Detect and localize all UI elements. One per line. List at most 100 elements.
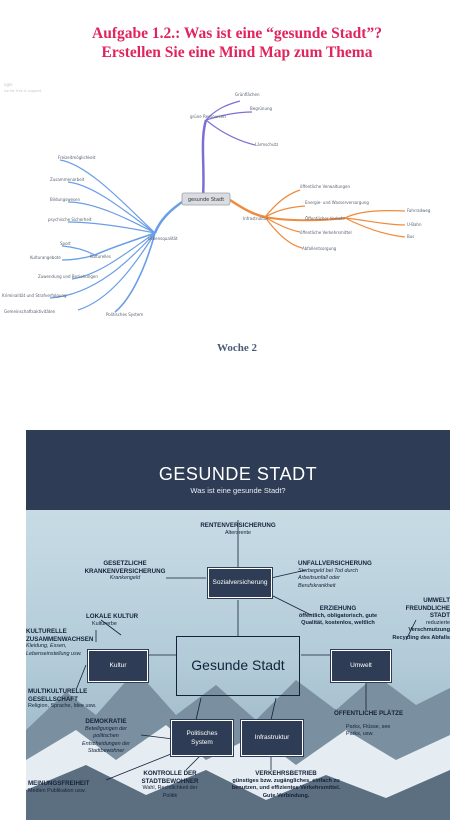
label-heading: RENTENVERSICHERUNG (200, 522, 276, 529)
label-sub: Beteiligungen der (85, 725, 127, 732)
label-unfallversicherung: UNFALLVERSICHERUNG Sterbegeld bei Tod du… (298, 560, 398, 590)
node-label-line-1: Politisches (186, 730, 218, 737)
mindmap-edge (94, 232, 156, 256)
label-sub: Stadtbewohner (87, 748, 125, 754)
poster-background (26, 430, 450, 820)
label-sub: Lebenseinstellung usw. (26, 650, 82, 657)
mindmap-node: Kulturangebote (30, 255, 61, 260)
label-sub: günstiges bzw. zugängliches, einfach zu (232, 777, 340, 784)
mindmap-node: Bildungswesen (50, 197, 80, 202)
title-line-2: Erstellen Sie eine Mind Map zum Thema (101, 44, 373, 61)
poster-title: GESUNDE STADT (158, 464, 318, 484)
mindmap-node: Abfallentsorgung (302, 246, 337, 251)
page-title: Aufgabe 1.2.: Was ist eine “gesunde Stad… (0, 24, 474, 62)
mindmap-node: Kulturelles (90, 254, 111, 259)
poster-center-label: Gesunde Stadt (191, 657, 285, 673)
week-label: Woche 2 (216, 342, 258, 354)
mindmap-edge (114, 232, 156, 313)
node-infrastruktur: Infrastruktur (241, 720, 303, 756)
mindmap-edge (205, 119, 256, 146)
label-sub: Kulturerbe (92, 620, 117, 627)
title-line-1: Aufgabe 1.2.: Was ist eine “gesunde Stad… (92, 25, 382, 42)
label-sub: Recycling des Abfalls (392, 634, 450, 641)
mindmap-edge (344, 217, 406, 238)
label-heading: ÖFFENTLICHE PLÄTZE (334, 710, 404, 717)
label-erziehung: ERZIEHUNG öffentlich, obligatorisch, gut… (288, 605, 388, 628)
mindmap-edge (49, 232, 156, 299)
label-sub: Parks, Flüsse, see (346, 723, 391, 730)
label-heading: STADT (429, 612, 450, 619)
mindmap-edge (264, 189, 301, 218)
label-heading: MEINUNGSFREIHEIT (28, 780, 90, 787)
mindmap-node: Bus (407, 234, 414, 239)
mindmap-edge (77, 232, 156, 311)
faint-watermark-line-1: ogle (4, 82, 13, 87)
label-sub: Entscheidungen der (82, 740, 130, 747)
label-kulturelle-zusammenwachsen: KULTURELLE ZUSAMMENWACHSEN Kleidung, Ess… (26, 628, 96, 658)
mindmap-node: Energie- und Wasserversorgung (305, 200, 369, 205)
mindmap-branch-left (153, 198, 186, 234)
label-sub: Politik (162, 792, 178, 799)
node-label: Kultur (109, 662, 127, 669)
mindmap-edge (61, 254, 96, 261)
label-sub: öffentlich, obligatorisch, gute (298, 612, 378, 619)
label-verkehrsbetrieb: VERKEHRSBETRIEB günstiges bzw. zugänglic… (216, 770, 356, 800)
label-sub: Verschmutzung (408, 627, 450, 633)
mindmap-node: Öffentlicher Verkehr (305, 216, 346, 221)
mindmap-node: öffentliche Verwaltungen (300, 184, 350, 189)
label-heading: UMWELT FREUNDLICHE (405, 597, 450, 612)
poster: GESUNDE STADT Was ist eine gesunde Stadt… (26, 430, 450, 820)
label-oeffentliche-plaetze: ÖFFENTLICHE PLÄTZE Parks, Flüsse, see Pa… (334, 710, 424, 739)
label-demokratie: DEMOKRATIE Beteiligungen der politischen… (66, 718, 146, 756)
node-label: Sozialversicherung (212, 579, 268, 586)
mindmap-edge (264, 216, 346, 222)
label-sub: Gute Verbindung. (262, 792, 310, 799)
mindmap-node: psychische Sicherheit (48, 217, 92, 222)
label-sub: reduzierte (426, 619, 450, 626)
mindmap-center: gesunde Stadt (188, 197, 224, 203)
label-heading: STADTBEWOHNER (141, 777, 199, 785)
mindmap-edge (71, 232, 156, 280)
mindmap-node: U-Bahn (407, 222, 422, 227)
mindmap-node: Politisches System (106, 312, 143, 317)
mindmap-edge (67, 221, 156, 234)
mindmap-edge (59, 159, 156, 234)
mindmap-node: Fahrradweg (407, 208, 431, 213)
label-sub: Qualität, kostenlos, weltlich (301, 620, 375, 626)
mindmap-center-box (181, 192, 231, 206)
label-heading: KULTURELLE (26, 628, 67, 635)
label-sub: Parks, usw. (346, 731, 374, 737)
label-lokale-kultur: LOKALE KULTUR Kulturerbe (86, 613, 156, 628)
node-politisches-system: Politisches System (171, 720, 233, 756)
node-kultur: Kultur (88, 650, 148, 682)
label-sub: politischen (93, 733, 119, 739)
mindmap-node: Lärmschutz (255, 142, 278, 147)
label-sub: Sterbegeld bei Tod durch (298, 567, 359, 574)
mindmap-node: Begrünung (250, 106, 273, 111)
poster-subtitle: Was ist eine gesunde Stadt? (190, 486, 286, 495)
mindmap-branch-right (229, 198, 266, 219)
mindmap-node: Sport (60, 241, 71, 246)
poster-center-box: Gesunde Stadt (176, 636, 300, 696)
mindmap-edge (264, 216, 301, 233)
mindmap-edge (264, 205, 306, 218)
label-heading: KRANKENVERSICHERUNG (84, 567, 166, 575)
faint-watermark-line-2: ise for free & support (4, 89, 42, 93)
label-heading: UNFALLVERSICHERUNG (298, 560, 372, 567)
label-kontrolle-der-stadtbewohner: KONTROLLE DER STADTBEWOHNER Wahl, Rechtl… (130, 770, 210, 800)
mindmap-edge (61, 245, 96, 256)
mountain-foreground (26, 765, 450, 820)
label-multikulturelle-gesellschaft: MULTIKULTURELLE GESELLSCHAFT Religion, S… (28, 688, 118, 711)
node-umwelt: Umwelt (331, 650, 391, 682)
node-label: Infrastruktur (254, 734, 290, 741)
label-rentenversicherung: RENTENVERSICHERUNG Altersrente (188, 522, 288, 537)
poster-header (26, 430, 450, 510)
label-heading: VERKEHRSBETRIEB (255, 770, 317, 777)
label-sub: Wahl, Rechtlichkeit der (142, 785, 198, 791)
label-sub: Krankengeld (109, 575, 141, 581)
mindmap: gesunde Stadt grüne Ressourcen Grünfläch… (2, 92, 431, 317)
mindmap-node: Infrastruktur (243, 216, 268, 221)
label-sub: Religion, Sprache, Idee usw. (28, 703, 97, 709)
label-heading: MULTIKULTURELLE (28, 688, 88, 695)
label-sub: Altersrente (224, 529, 252, 536)
